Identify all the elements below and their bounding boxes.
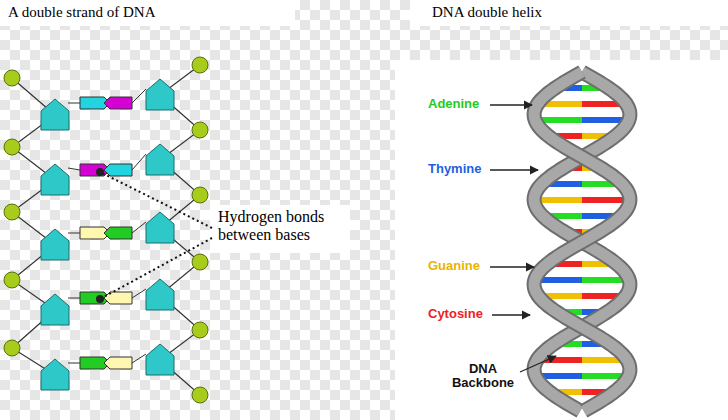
sugar-pentagon (146, 279, 174, 310)
base (104, 97, 132, 109)
backbone-ribbon (534, 72, 630, 411)
phosphate-circle (192, 387, 208, 403)
phosphate-circle (4, 340, 20, 356)
base-label: Guanine (428, 259, 480, 273)
backbone-ribbon (534, 72, 630, 411)
phosphate-circle (4, 272, 20, 288)
heading: A double strand of DNA (8, 4, 155, 21)
leader-line (490, 169, 538, 170)
phosphate-circle (192, 57, 208, 73)
base-label: Cytosine (428, 307, 483, 321)
annotation: Hydrogen bonds between bases (218, 208, 343, 243)
backbone-label: DNA Backbone (448, 362, 518, 391)
backbone-ribbon (534, 72, 630, 411)
leader-line (520, 356, 556, 372)
sugar-pentagon (41, 164, 69, 195)
base (104, 227, 132, 239)
base (104, 164, 132, 176)
sugar-pentagon (41, 99, 69, 130)
base (104, 292, 132, 304)
base-label: Adenine (428, 97, 479, 111)
leader-line (492, 314, 530, 315)
phosphate-circle (192, 254, 208, 270)
base-label: Thymine (428, 162, 481, 176)
sugar-pentagon (146, 144, 174, 175)
base (104, 357, 132, 369)
sugar-pentagon (146, 212, 174, 243)
heading-patch (410, 0, 728, 26)
phosphate-circle (4, 70, 20, 86)
backbone-ribbon (534, 72, 630, 411)
sugar-pentagon (41, 294, 69, 325)
leader-line (490, 266, 534, 267)
label-patch (210, 205, 350, 253)
hydrogen-bond-pointer (100, 172, 212, 228)
leader-line (490, 104, 532, 105)
sugar-pentagon (41, 229, 69, 260)
phosphate-circle (192, 322, 208, 338)
sugar-pentagon (41, 359, 69, 390)
phosphate-circle (4, 139, 20, 155)
hydrogen-bond-pointer (100, 238, 212, 299)
phosphate-circle (192, 187, 208, 203)
sugar-pentagon (146, 344, 174, 375)
phosphate-circle (4, 204, 20, 220)
sugar-pentagon (146, 79, 174, 110)
phosphate-circle (192, 122, 208, 138)
heading-patch (0, 0, 295, 26)
helix-ground (395, 60, 728, 420)
heading: DNA double helix (432, 4, 542, 21)
